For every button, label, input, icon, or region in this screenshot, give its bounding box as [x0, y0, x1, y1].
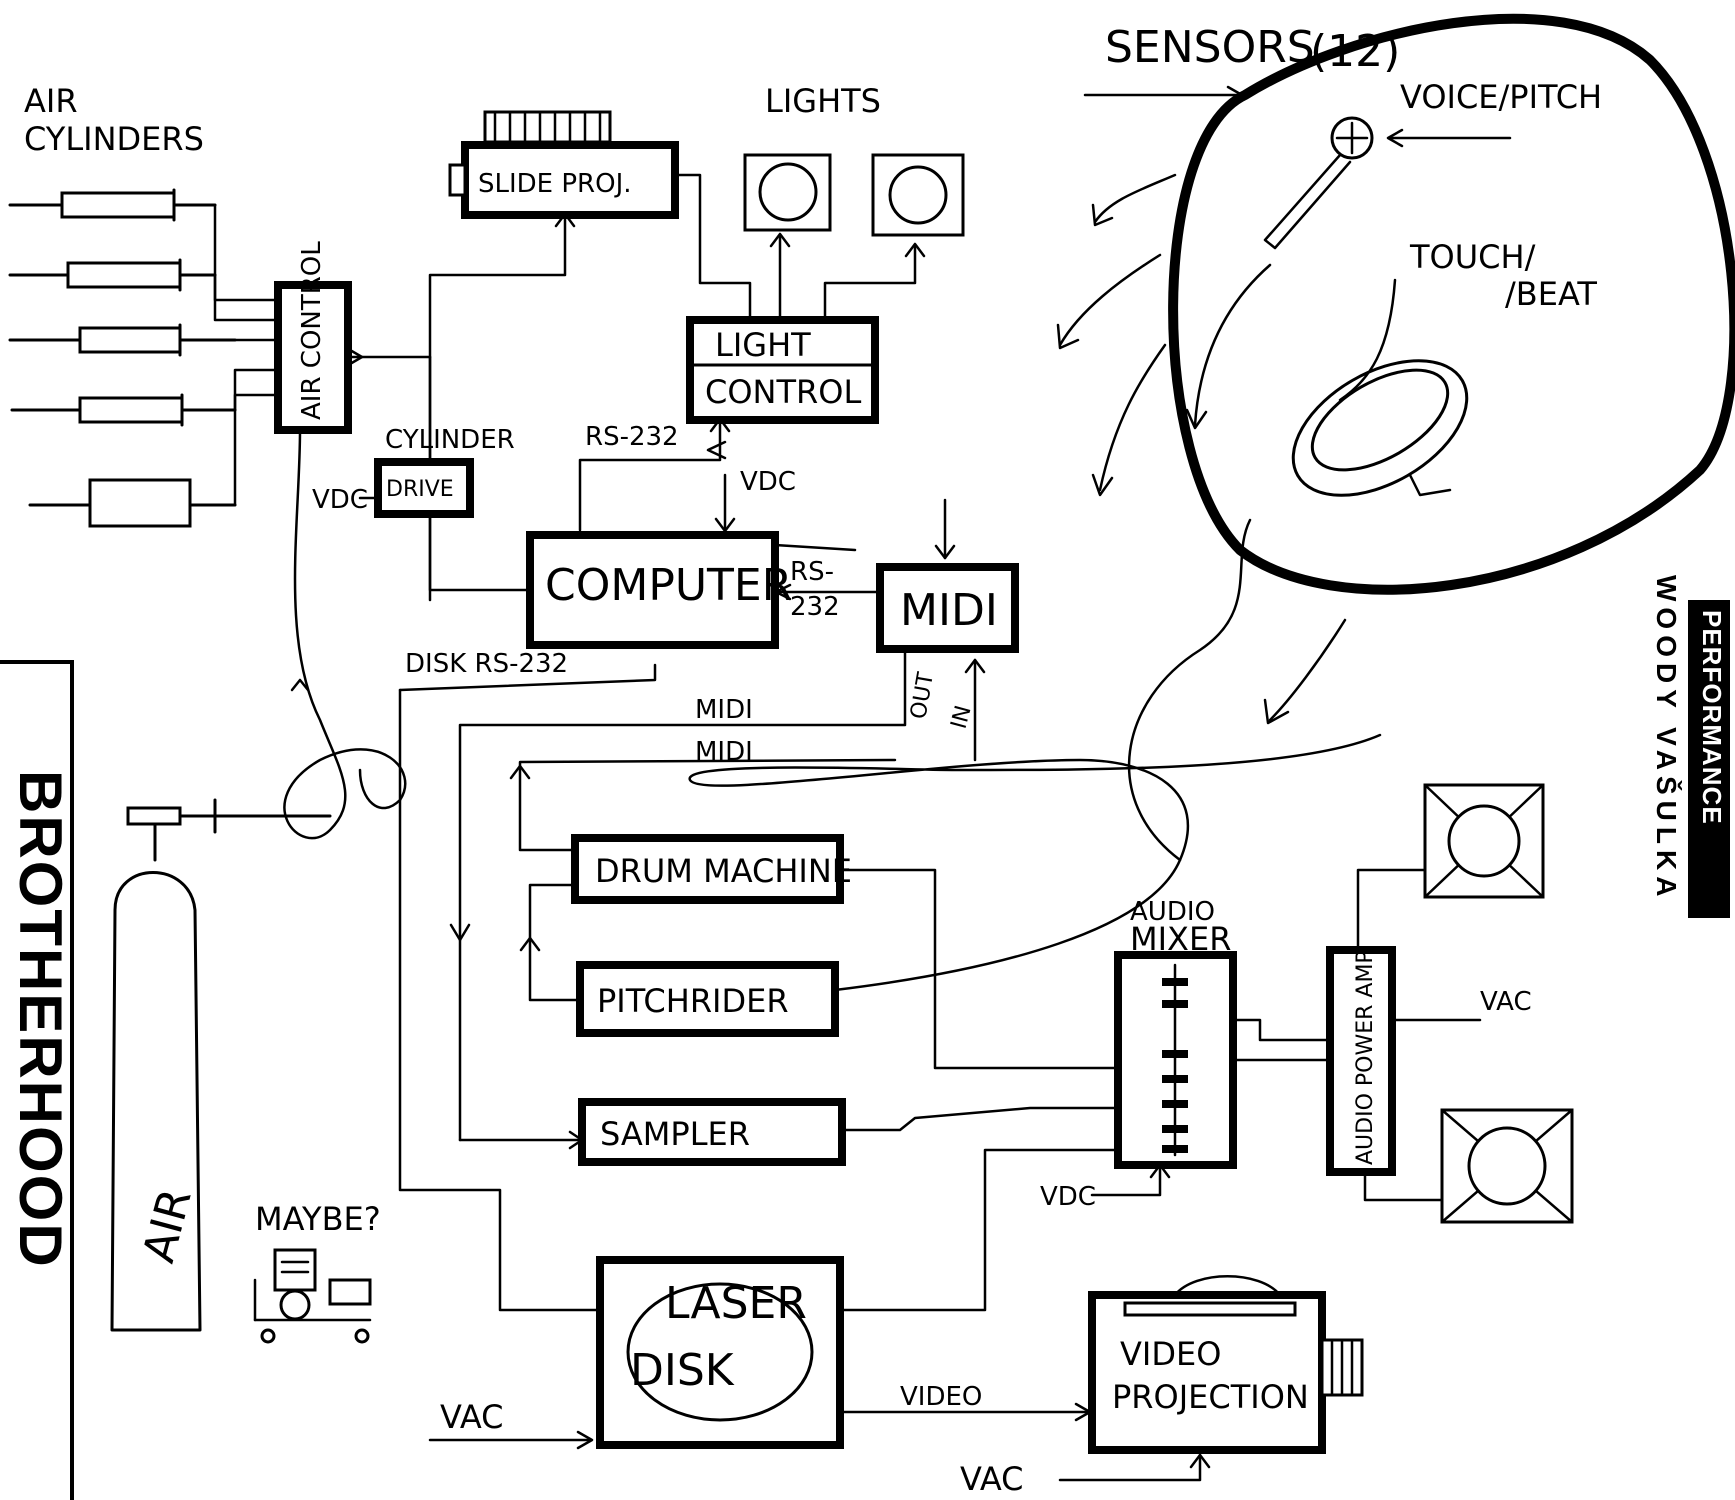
disk-label: DISK [630, 1345, 735, 1396]
air-control-label: AIR CONTROL [297, 241, 327, 420]
midi-box: MIDI [876, 563, 1019, 653]
vdc-mixer-label: VDC [1040, 1182, 1096, 1212]
laser-disk-box: LASER DISK [596, 1256, 844, 1449]
computer-box: COMPUTER [526, 531, 792, 649]
air-control-box: AIR CONTROL [274, 241, 352, 434]
rs232-top-label: RS-232 [585, 422, 679, 452]
video-label: VIDEO [900, 1382, 982, 1412]
slide-projector: SLIDE PROJ. [448, 110, 679, 219]
vdc-drive-label: VDC [312, 485, 368, 515]
vdc-top-label: VDC [740, 467, 796, 497]
voice-pitch-label: VOICE/PITCH [1400, 78, 1602, 116]
midi-line-label-1: MIDI [695, 695, 753, 725]
video-projection-box: VIDEO PROJECTION [1088, 1275, 1364, 1454]
maybe-label: MAYBE? [255, 1200, 381, 1238]
light-label: LIGHT [715, 326, 811, 364]
rs-label-1: RS- [790, 557, 834, 587]
pitchrider-label: PITCHRIDER [597, 982, 789, 1020]
out-label: OUT [906, 670, 939, 721]
light-1 [743, 153, 832, 232]
author-name: WOODY VAŠULKA [1651, 575, 1682, 903]
cylinder-drive-box: DRIVE [374, 458, 474, 518]
air-cylinder-1 [8, 188, 217, 222]
performance-area-ellipse [1168, 13, 1735, 595]
audio-amp-label: AUDIO POWER AMP [1353, 950, 1378, 1165]
section-tab: PERFORMANCE [1688, 600, 1730, 918]
sampler-box: SAMPLER [578, 1098, 846, 1166]
midi-box-label: MIDI [900, 585, 998, 636]
microphone-icon [1263, 116, 1374, 250]
lights-label: LIGHTS [765, 82, 881, 120]
air-cylinder-3 [8, 323, 237, 357]
brotherhood-title: BROTHERHOOD [7, 770, 74, 1269]
air-cylinder-4 [10, 393, 237, 427]
air-cylinder-5 [28, 478, 237, 528]
air-tank-label: AIR [133, 1184, 201, 1268]
speaker-bottom [1440, 1108, 1574, 1224]
air-cylinders-label-2: CYLINDERS [24, 120, 204, 158]
audio-mixer-box [1114, 951, 1237, 1169]
light-control-box: LIGHT CONTROL [686, 316, 879, 424]
rs-label-2: 232 [790, 592, 840, 622]
midi-line-label-2: MIDI [695, 737, 753, 767]
computer-label: COMPUTER [545, 560, 792, 611]
light-2 [871, 153, 965, 237]
sampler-label: SAMPLER [600, 1115, 750, 1153]
air-cylinder-2 [8, 258, 217, 292]
pitchrider-box: PITCHRIDER [576, 961, 839, 1037]
in-label: IN [947, 703, 977, 732]
cylinder-label: CYLINDER [385, 425, 515, 455]
audio-label: AUDIO [1130, 897, 1215, 927]
drive-label: DRIVE [386, 477, 454, 502]
air-cylinders-label: AIR [24, 82, 78, 120]
beat-label: /BEAT [1505, 275, 1597, 313]
video-projection-label-1: VIDEO [1120, 1335, 1221, 1373]
drum-machine-box: DRUM MACHINE [571, 834, 852, 904]
audio-power-amp-box: AUDIO POWER AMP [1326, 946, 1396, 1176]
control-label: CONTROL [705, 373, 861, 411]
slide-proj-label: SLIDE PROJ. [478, 169, 632, 199]
brotherhood-panel [0, 660, 74, 1500]
section-title: PERFORMANCE [1697, 610, 1727, 825]
video-projection-label-2: PROJECTION [1112, 1378, 1309, 1416]
drum-machine-label: DRUM MACHINE [595, 852, 852, 890]
sensors-label: SENSORS [1105, 22, 1315, 73]
speaker-top [1423, 783, 1545, 899]
laser-label: LASER [665, 1278, 807, 1329]
drum-icon [1291, 359, 1469, 497]
vac-bottom-label: VAC [960, 1460, 1024, 1496]
maybe-device-sketch [253, 1248, 372, 1344]
vac-laser-label: VAC [440, 1398, 504, 1436]
touch-label: TOUCH/ [1409, 238, 1536, 276]
vac-amp-label: VAC [1480, 987, 1532, 1017]
disk-rs232-label: DISK RS-232 [405, 649, 568, 679]
